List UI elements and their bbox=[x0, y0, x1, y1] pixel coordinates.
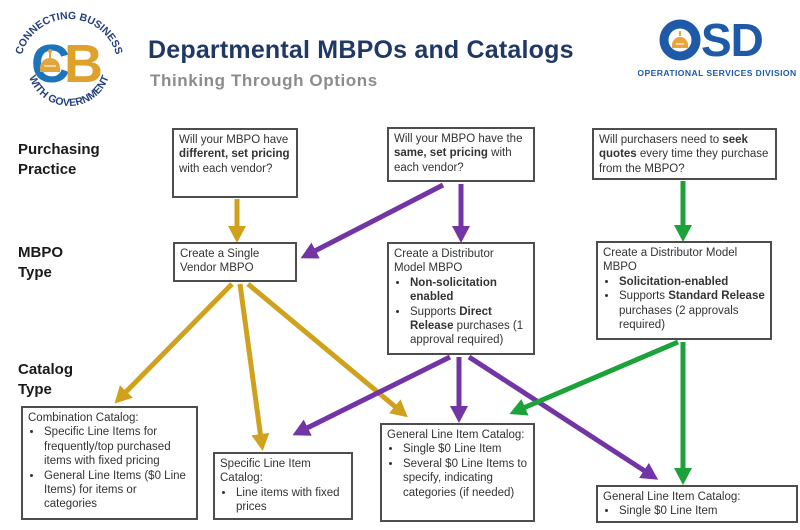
row-label-catalog-type: Catalog Type bbox=[18, 361, 74, 399]
box-general-line-item-catalog: General Line Item Catalog: Single $0 Lin… bbox=[380, 423, 535, 522]
box-question-seek-quotes: Will purchasers need to seek quotes ever… bbox=[592, 128, 777, 180]
arrow-single-vendor-to-specific bbox=[237, 283, 270, 451]
box-text: Will purchasers need to seek quotes ever… bbox=[599, 134, 769, 175]
bullet-list: Single $0 Line Item bbox=[603, 504, 791, 518]
box-text: Specific Line Item Catalog: bbox=[220, 458, 311, 485]
osd-caption: OPERATIONAL SERVICES DIVISION bbox=[638, 68, 796, 78]
arrow-single-vendor-to-general bbox=[246, 282, 408, 418]
box-text: General Line Item Catalog: bbox=[603, 491, 741, 503]
osd-capitol-dome-icon bbox=[672, 31, 688, 48]
cb-capitol-dome-icon bbox=[40, 49, 60, 72]
bullet-item: Non-solicitation enabled bbox=[409, 276, 528, 305]
box-text: Will your MBPO have the same, set pricin… bbox=[394, 133, 523, 174]
box-combination-catalog: Combination Catalog: Specific Line Items… bbox=[21, 406, 198, 520]
bullet-list: Specific Line Items for frequently/top p… bbox=[28, 425, 191, 511]
bullet-item: Several $0 Line Items to specify, indica… bbox=[402, 457, 528, 500]
page-subtitle: Thinking Through Options bbox=[150, 71, 378, 90]
box-text: Will your MBPO have different, set prici… bbox=[179, 134, 290, 175]
cb-logo: CONNECTING BUSINESS WITH GOVERNMENT C B bbox=[13, 10, 125, 109]
osd-letters-sd: SD bbox=[701, 14, 763, 66]
osd-logo: SD OPERATIONAL SERVICES DIVISION bbox=[638, 14, 796, 78]
box-question-different-pricing: Will your MBPO have different, set prici… bbox=[172, 128, 298, 198]
box-text: General Line Item Catalog: bbox=[387, 429, 525, 441]
bullet-list: Solicitation-enabledSupports Standard Re… bbox=[603, 275, 765, 333]
box-distributor-solicitation-mbpo: Create a Distributor Model MBPO Solicita… bbox=[596, 241, 772, 340]
box-text: Create a Distributor Model MBPO bbox=[603, 247, 738, 274]
bullet-item: Supports Direct Release purchases (1 app… bbox=[409, 305, 528, 348]
box-distributor-nonsolicitation-mbpo: Create a Distributor Model MBPO Non-soli… bbox=[387, 242, 535, 355]
box-text: Combination Catalog: bbox=[28, 412, 139, 424]
page-title: Departmental MBPOs and Catalogs bbox=[148, 36, 574, 64]
osd-letter-o bbox=[659, 19, 701, 61]
bullet-list: Single $0 Line ItemSeveral $0 Line Items… bbox=[387, 442, 528, 500]
box-text: Create a Distributor Model MBPO bbox=[394, 248, 494, 275]
bullet-item: Specific Line Items for frequently/top p… bbox=[43, 425, 191, 468]
arrow-solicitation-to-general bbox=[509, 339, 679, 416]
bullet-item: Supports Standard Release purchases (2 a… bbox=[618, 289, 765, 332]
box-single-vendor-mbpo: Create a Single Vendor MBPO bbox=[173, 242, 297, 282]
row-label-mbpo-type: MBPO Type bbox=[18, 244, 63, 282]
box-text: Create a Single Vendor MBPO bbox=[180, 248, 260, 275]
bullet-list: Non-solicitation enabledSupports Direct … bbox=[394, 276, 528, 348]
cb-letter-b: B bbox=[64, 34, 103, 94]
box-question-same-pricing: Will your MBPO have the same, set pricin… bbox=[387, 127, 535, 182]
bullet-item: Single $0 Line Item bbox=[402, 442, 528, 456]
arrow-distributor-to-specific bbox=[292, 354, 452, 436]
box-general-line-item-catalog-single: General Line Item Catalog: Single $0 Lin… bbox=[596, 485, 798, 523]
arrow-single-vendor-to-combination bbox=[114, 282, 234, 404]
box-specific-line-item-catalog: Specific Line Item Catalog: Line items w… bbox=[213, 452, 353, 520]
bullet-item: Line items with fixed prices bbox=[235, 486, 346, 515]
bullet-item: General Line Items ($0 Line Items) for i… bbox=[43, 469, 191, 512]
bullet-item: Solicitation-enabled bbox=[618, 275, 765, 289]
row-label-purchasing-practice: Purchasing Practice bbox=[18, 141, 100, 179]
bullet-item: Single $0 Line Item bbox=[618, 504, 791, 518]
bullet-list: Line items with fixed prices bbox=[220, 486, 346, 515]
